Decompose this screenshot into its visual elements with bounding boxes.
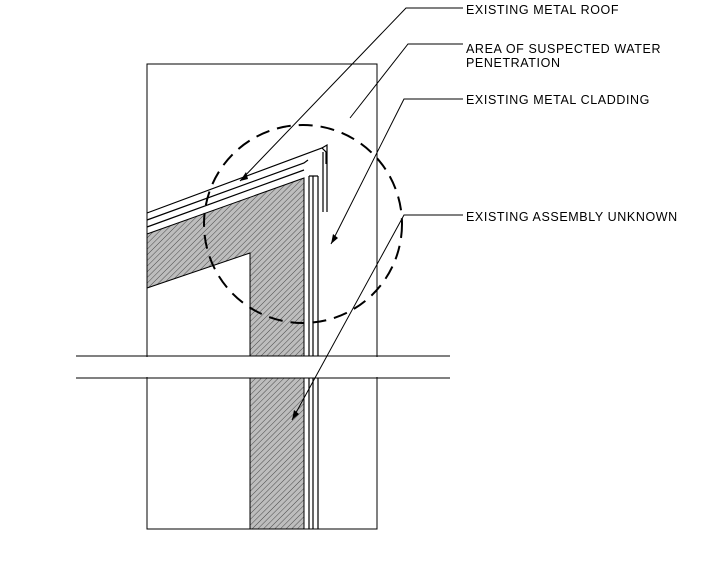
callout-metal-cladding: EXISTING METAL CLADDING	[466, 93, 650, 107]
assembly-hatched-lower	[249, 377, 305, 530]
ridge-flashing	[321, 143, 328, 212]
leader-metal-cladding	[330, 98, 463, 245]
callout-assembly-unknown: EXISTING ASSEMBLY UNKNOWN	[466, 210, 678, 224]
break-gap	[77, 357, 449, 377]
leader-metal-roof	[239, 7, 463, 182]
callout-water-penetration-line1: AREA OF SUSPECTED WATER	[466, 42, 662, 56]
callout-metal-roof: EXISTING METAL ROOF	[466, 3, 620, 17]
leader-water-penetration	[349, 43, 463, 119]
assembly-hatched-upper	[146, 177, 305, 357]
water-penetration-zone	[203, 124, 403, 324]
metal-roof	[146, 147, 327, 214]
callout-water-penetration-line2: PENETRATION	[466, 56, 561, 70]
leader-assembly-unknown	[291, 214, 463, 421]
